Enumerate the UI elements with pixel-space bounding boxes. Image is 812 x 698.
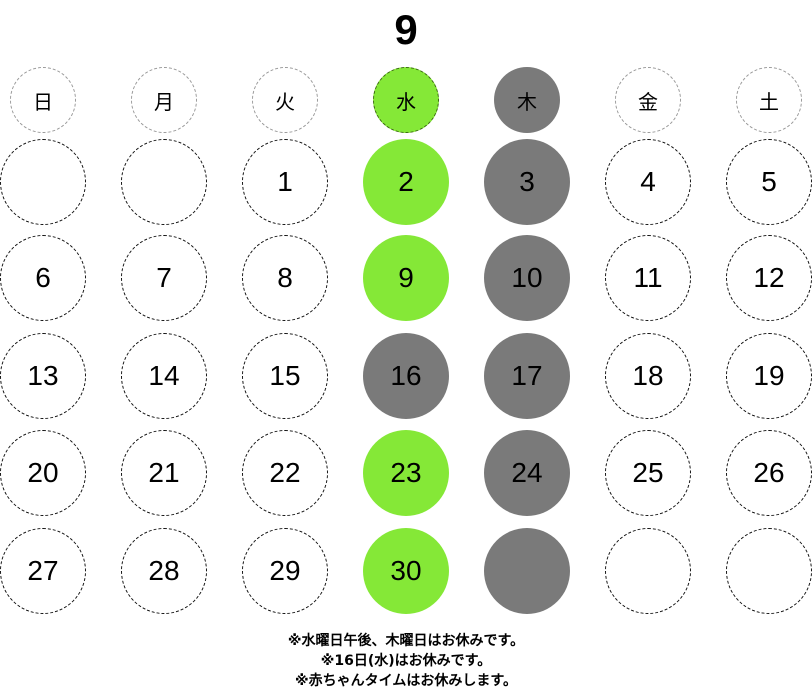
calendar-day: 21 xyxy=(121,430,207,516)
calendar-day: 3 xyxy=(484,139,570,225)
calendar-day: 17 xyxy=(484,333,570,419)
calendar-day: 8 xyxy=(242,235,328,321)
calendar-day: 14 xyxy=(121,333,207,419)
weekday-header: 火 xyxy=(252,67,318,133)
note-line: ※赤ちゃんタイムはお休みします。 xyxy=(295,673,517,689)
calendar-day: 19 xyxy=(726,333,812,419)
calendar-day: 27 xyxy=(0,528,86,614)
calendar-day: 23 xyxy=(363,430,449,516)
weekday-header: 土 xyxy=(736,67,802,133)
calendar-day: 28 xyxy=(121,528,207,614)
calendar-day: 13 xyxy=(0,333,86,419)
calendar-day: 7 xyxy=(121,235,207,321)
calendar-day: 4 xyxy=(605,139,691,225)
calendar-day: 18 xyxy=(605,333,691,419)
weekday-header: 木 xyxy=(494,67,560,133)
calendar-day: 1 xyxy=(242,139,328,225)
calendar-day-empty xyxy=(726,528,812,614)
calendar-day: 15 xyxy=(242,333,328,419)
calendar-day-empty xyxy=(121,139,207,225)
calendar-day-empty xyxy=(605,528,691,614)
calendar-day: 11 xyxy=(605,235,691,321)
weekday-header: 月 xyxy=(131,67,197,133)
weekday-header: 日 xyxy=(10,67,76,133)
month-title: 9 xyxy=(394,6,418,53)
calendar-day: 5 xyxy=(726,139,812,225)
calendar-day: 20 xyxy=(0,430,86,516)
calendar-day: 24 xyxy=(484,430,570,516)
calendar-day-empty xyxy=(484,528,570,614)
note-line: ※水曜日午後、木曜日はお休みです。 xyxy=(287,633,525,649)
calendar-day: 29 xyxy=(242,528,328,614)
calendar-day: 9 xyxy=(363,235,449,321)
calendar-day: 25 xyxy=(605,430,691,516)
calendar-day: 2 xyxy=(363,139,449,225)
weekday-header: 金 xyxy=(615,67,681,133)
note-line: ※16日(水)はお休みです。 xyxy=(320,653,492,669)
calendar-day: 6 xyxy=(0,235,86,321)
weekday-header: 水 xyxy=(373,67,439,133)
calendar-day: 10 xyxy=(484,235,570,321)
calendar-day: 26 xyxy=(726,430,812,516)
calendar-day: 12 xyxy=(726,235,812,321)
calendar-day: 30 xyxy=(363,528,449,614)
calendar-day: 16 xyxy=(363,333,449,419)
notes: ※水曜日午後、木曜日はお休みです。 ※16日(水)はお休みです。 ※赤ちゃんタイ… xyxy=(0,631,812,691)
calendar-day: 22 xyxy=(242,430,328,516)
calendar-day-empty xyxy=(0,139,86,225)
